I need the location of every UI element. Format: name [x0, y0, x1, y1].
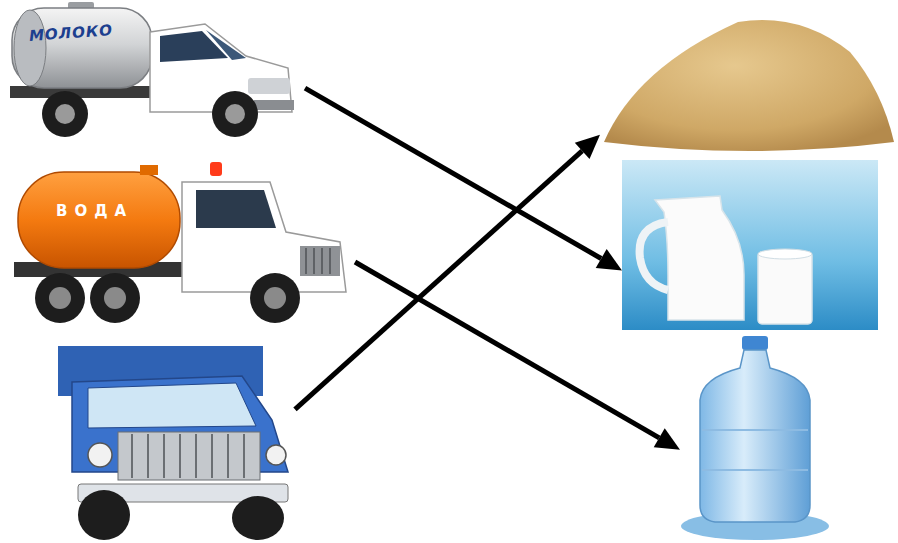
sand-node	[600, 0, 895, 155]
tank-label: ВОДА	[56, 202, 133, 220]
bottle-node	[680, 335, 830, 540]
milk-truck	[10, 2, 294, 137]
milk-truck-node: МОЛОКО	[5, 0, 305, 140]
sand-pile	[604, 20, 894, 151]
arrow-head	[575, 135, 600, 159]
arrow-connector	[295, 135, 600, 410]
arrow-head	[654, 428, 680, 450]
milk-picture	[622, 160, 878, 330]
milk-node	[622, 160, 878, 330]
dump-truck	[58, 346, 288, 540]
arrow-line	[295, 151, 582, 409]
arrow-connector	[305, 88, 622, 270]
water-truck	[14, 162, 346, 323]
water-truck-node: ВОДА	[10, 160, 355, 330]
arrow-line	[355, 262, 659, 438]
arrow-head	[596, 249, 622, 271]
water-bottle	[681, 336, 829, 540]
arrow-connector	[355, 262, 680, 450]
tank-label: МОЛОКО	[28, 21, 113, 45]
dump-truck-node	[40, 345, 295, 540]
